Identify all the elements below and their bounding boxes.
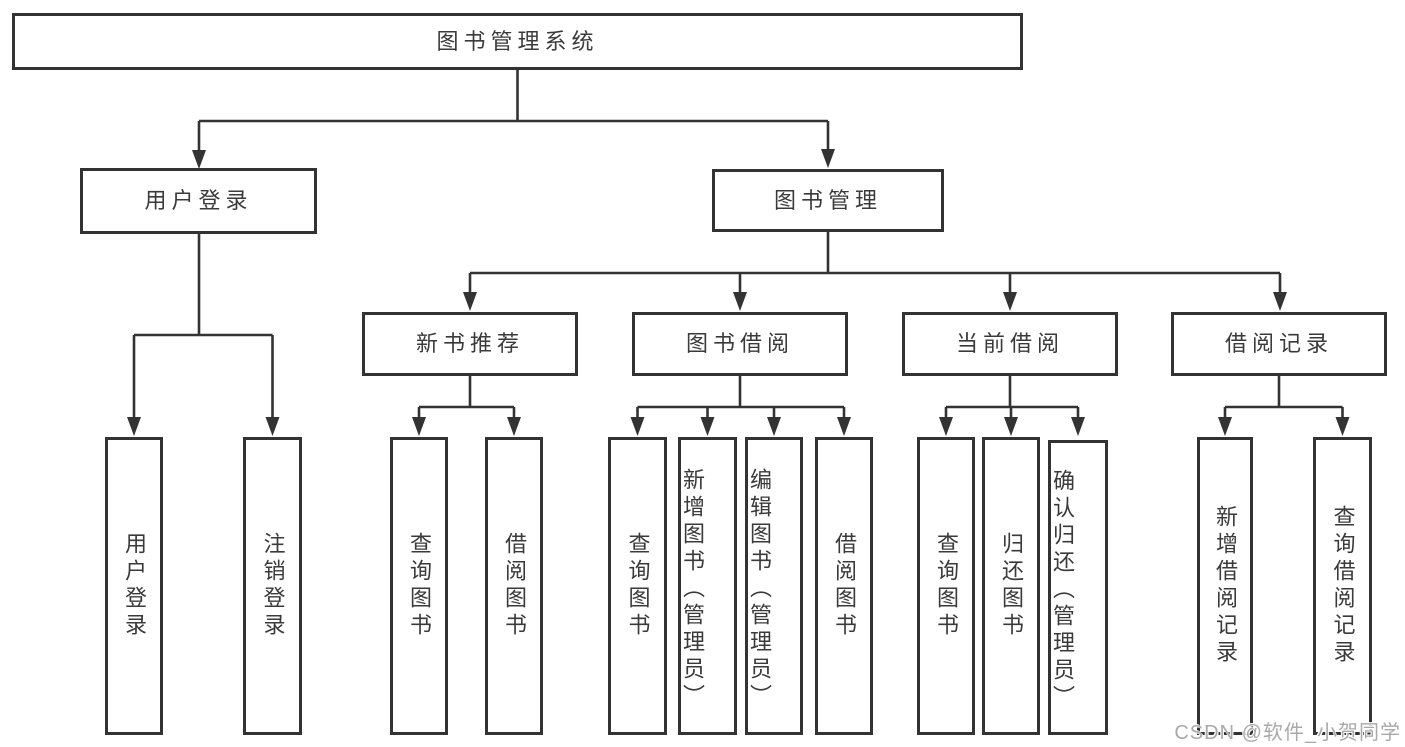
leaf-logout: 注销登录	[243, 437, 302, 735]
node-new-book-recommend: 新书推荐	[362, 312, 578, 376]
leaf-query-books-1-label: 查询图书	[407, 532, 432, 640]
leaf-add-borrow-record-label: 新增借阅记录	[1213, 505, 1238, 667]
leaf-add-borrow-record: 新增借阅记录	[1197, 437, 1253, 735]
node-library-system-label: 图书管理系统	[436, 28, 599, 54]
leaf-confirm-return-admin-label: 确认归还（管理员）	[1050, 469, 1075, 712]
leaf-query-books-2-label: 查询图书	[625, 532, 651, 640]
node-current-borrowing-label: 当前借阅	[955, 331, 1064, 356]
node-book-management-label: 图书管理	[773, 187, 882, 213]
leaf-query-borrow-record: 查询借阅记录	[1313, 437, 1372, 735]
node-borrowing-records: 借阅记录	[1171, 312, 1387, 376]
node-user-login: 用户登录	[80, 168, 317, 234]
leaf-edit-book-admin-label: 编辑图书（管理员）	[747, 467, 772, 711]
leaf-confirm-return-admin: 确认归还（管理员）	[1048, 440, 1108, 735]
node-book-borrowing-label: 图书借阅	[685, 331, 794, 356]
node-new-book-recommend-label: 新书推荐	[415, 331, 524, 356]
node-book-management: 图书管理	[712, 169, 944, 232]
leaf-borrow-books-2-label: 借阅图书	[832, 532, 857, 640]
leaf-edit-book-admin: 编辑图书（管理员）	[745, 437, 803, 735]
leaf-borrow-books-1-label: 借阅图书	[502, 532, 527, 640]
node-library-system: 图书管理系统	[12, 13, 1023, 70]
leaf-query-books-3: 查询图书	[917, 437, 975, 735]
node-current-borrowing: 当前借阅	[902, 312, 1118, 376]
node-borrowing-records-label: 借阅记录	[1224, 331, 1333, 356]
leaf-add-book-admin: 新增图书（管理员）	[678, 437, 737, 735]
leaf-add-book-admin-label: 新增图书（管理员）	[680, 467, 705, 711]
leaf-query-books-2: 查询图书	[608, 437, 667, 735]
leaf-borrow-books-2: 借阅图书	[815, 437, 873, 735]
leaf-user-login-label: 用户登录	[122, 532, 147, 640]
leaf-query-books-1: 查询图书	[390, 437, 448, 735]
watermark: CSDN @软件_小贺同学	[1174, 722, 1401, 744]
node-user-login-label: 用户登录	[144, 188, 253, 213]
leaf-user-login: 用户登录	[105, 437, 163, 735]
connector-arrowheads	[127, 149, 1350, 436]
leaf-borrow-books-1: 借阅图书	[485, 437, 543, 735]
leaf-return-books-label: 归还图书	[999, 532, 1024, 640]
leaf-return-books: 归还图书	[982, 437, 1040, 735]
leaf-logout-label: 注销登录	[260, 532, 286, 640]
leaf-query-books-3-label: 查询图书	[934, 532, 959, 640]
leaf-query-borrow-record-label: 查询借阅记录	[1330, 505, 1356, 667]
node-book-borrowing: 图书借阅	[632, 312, 848, 376]
